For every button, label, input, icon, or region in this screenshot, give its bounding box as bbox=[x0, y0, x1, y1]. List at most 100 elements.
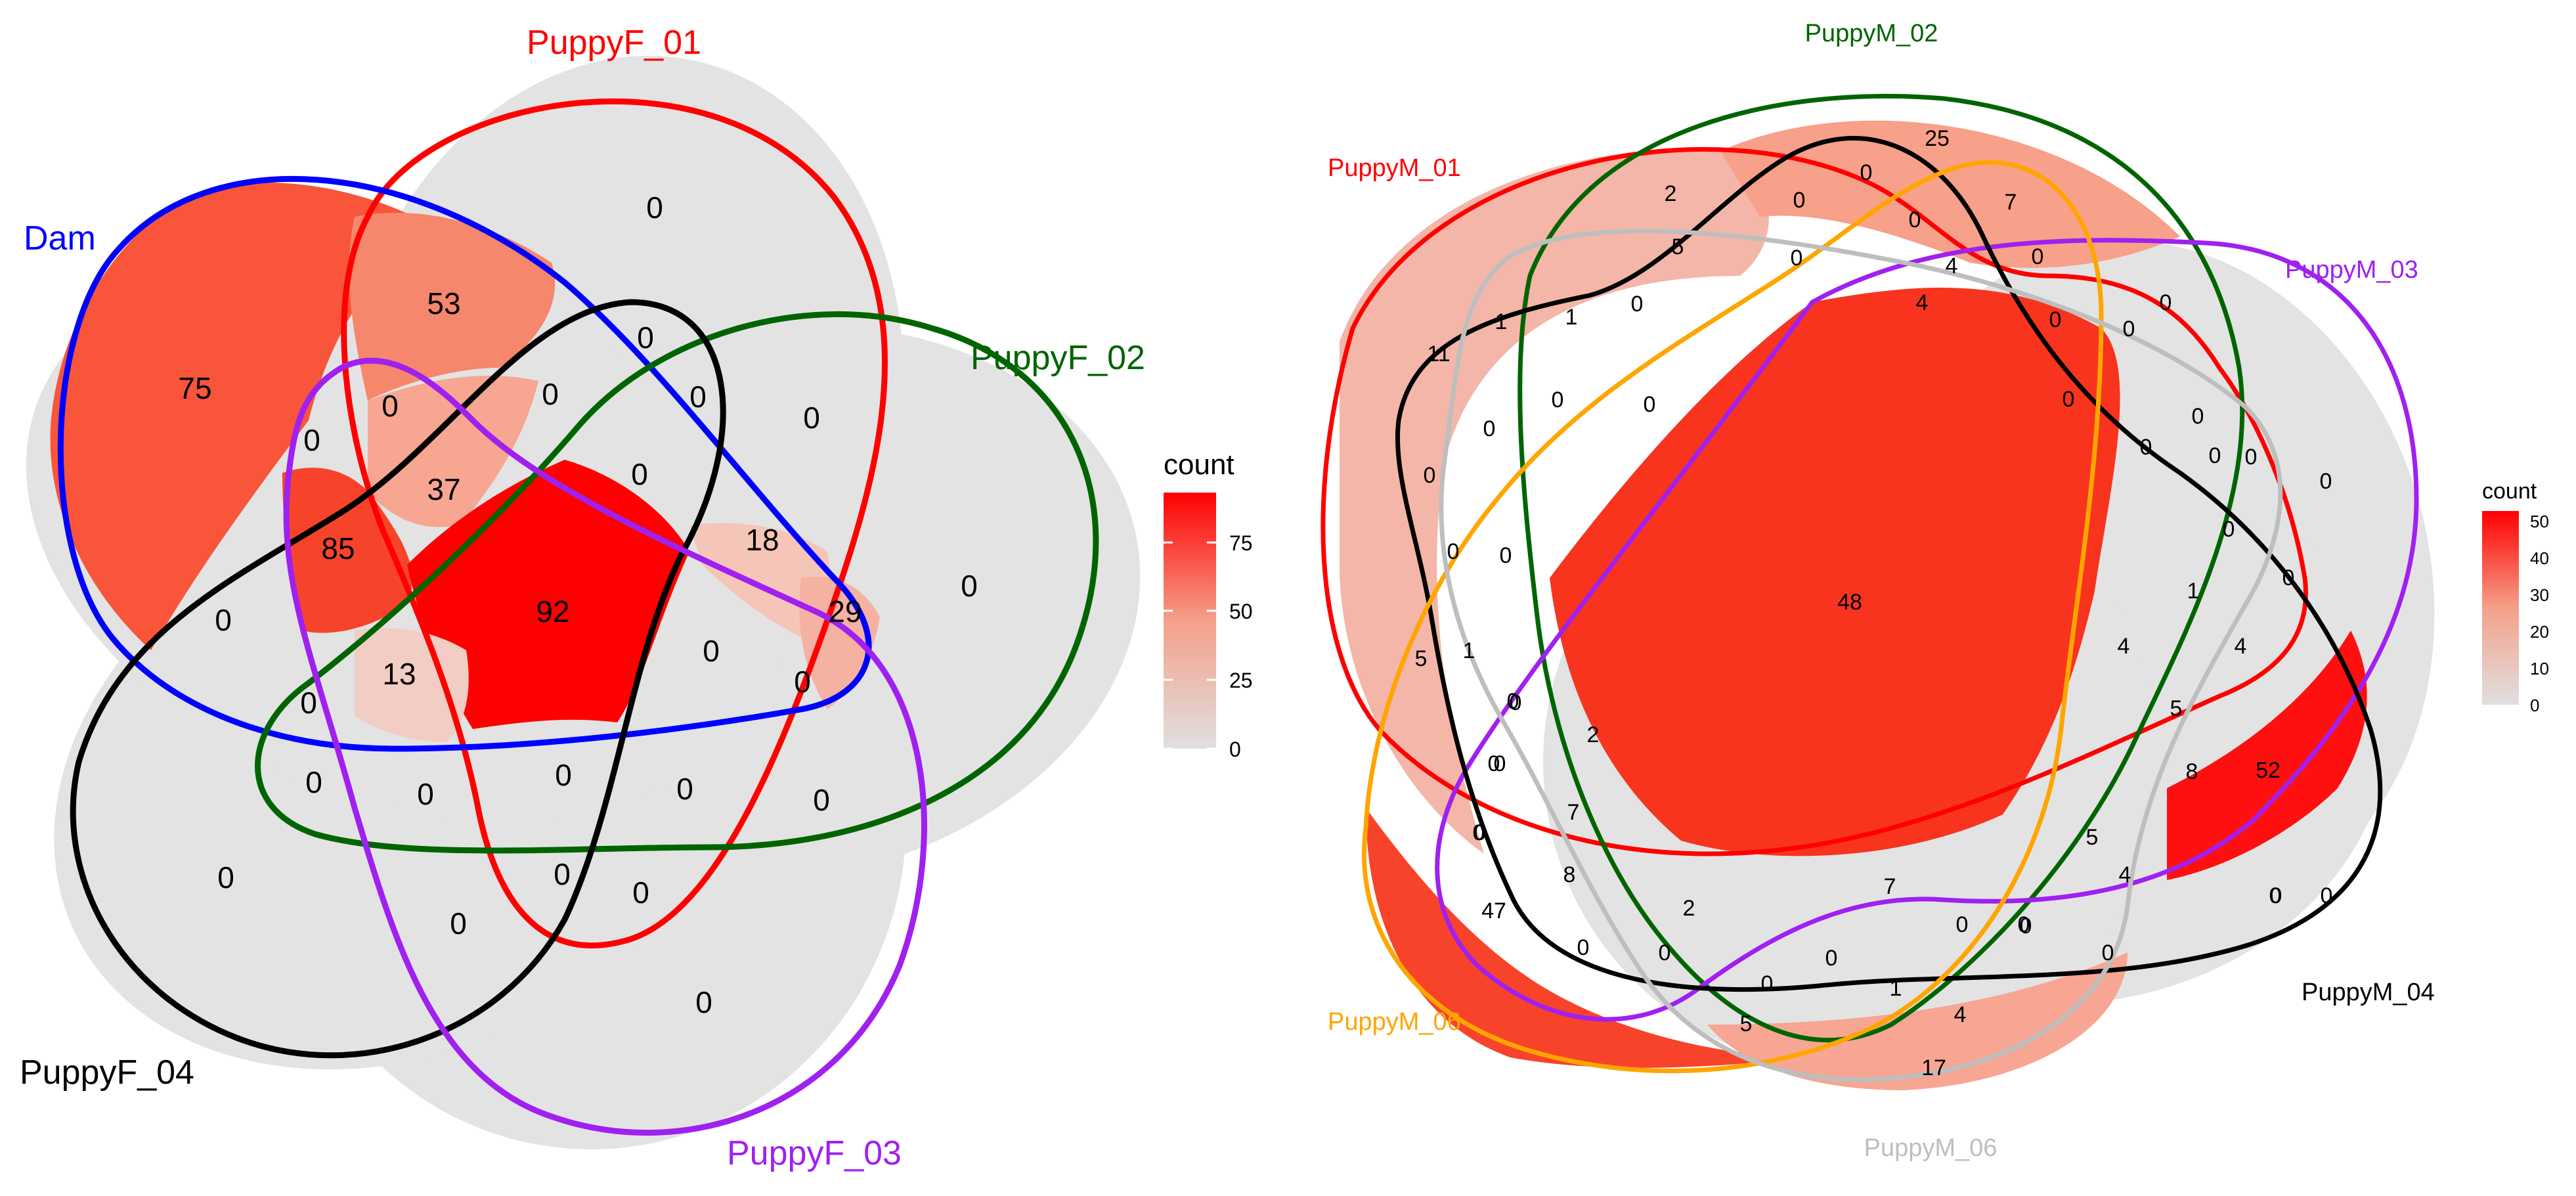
legend-title: count bbox=[2482, 479, 2537, 504]
legend-tick-label: 0 bbox=[1229, 738, 1241, 761]
count-label: 7 bbox=[1567, 800, 1580, 825]
count-label: 0 bbox=[217, 860, 234, 895]
outline-puppym06b bbox=[1439, 229, 2283, 1082]
count-label: 0 bbox=[813, 783, 830, 817]
count-label: 5 bbox=[1672, 234, 1684, 259]
count-label: 47 bbox=[1481, 898, 1506, 923]
count-label: 0 bbox=[2209, 443, 2221, 468]
count-label: 0 bbox=[2063, 387, 2075, 412]
outline-puppym03 bbox=[1435, 238, 2419, 1022]
count-label: 0 bbox=[2140, 435, 2152, 460]
venn-left-set-labels: PuppyF_01 Dam PuppyF_02 PuppyF_04 PuppyF… bbox=[20, 24, 1145, 1172]
count-label: 37 bbox=[427, 472, 460, 506]
count-label: 0 bbox=[555, 758, 572, 792]
count-label: 0 bbox=[303, 423, 320, 457]
count-label: 75 bbox=[178, 371, 211, 405]
legend-colorbar bbox=[1164, 493, 1216, 749]
count-label: 0 bbox=[2160, 290, 2172, 315]
count-label: 18 bbox=[745, 523, 779, 557]
count-label: 0 bbox=[1793, 188, 1806, 213]
count-label: 7 bbox=[2005, 190, 2017, 215]
venn-left-legend: count 75 50 25 0 bbox=[1164, 449, 1253, 761]
set-label-puppym04: PuppyM_04 bbox=[2302, 979, 2435, 1006]
count-label: 0 bbox=[1825, 946, 1838, 971]
count-label: 0 bbox=[382, 389, 399, 423]
count-label: 0 bbox=[689, 380, 707, 414]
set-label-puppym02: PuppyM_02 bbox=[1805, 20, 1938, 47]
outline-puppym04 bbox=[1395, 135, 2383, 992]
count-label: 5 bbox=[2170, 696, 2183, 721]
set-label-puppyf01: PuppyF_01 bbox=[527, 24, 701, 62]
legend-tick-label: 20 bbox=[2530, 622, 2549, 642]
venn-left: 0 53 75 0 0 0 0 0 0 37 0 85 92 18 29 0 1… bbox=[20, 24, 1253, 1172]
count-label: 0 bbox=[215, 603, 232, 637]
count-label: 0 bbox=[1424, 463, 1436, 488]
count-label: 0 bbox=[1552, 388, 1564, 412]
count-label: 5 bbox=[2086, 825, 2099, 850]
count-label: 85 bbox=[321, 531, 355, 565]
count-label: 4 bbox=[1946, 254, 1958, 278]
count-label: 0 bbox=[1761, 971, 1774, 996]
count-label: 0 bbox=[2223, 517, 2235, 542]
count-label: 0 bbox=[803, 401, 820, 435]
count-label: 4 bbox=[2119, 862, 2131, 887]
legend-tick-label: 50 bbox=[2530, 512, 2549, 531]
count-label: 53 bbox=[427, 286, 460, 321]
count-label: 0 bbox=[2321, 883, 2333, 908]
count-label: 1 bbox=[1495, 309, 1508, 334]
count-label: 0 bbox=[695, 985, 712, 1019]
region-dam-only bbox=[50, 183, 427, 650]
count-label: 0 bbox=[1510, 690, 1522, 715]
count-label: 0 bbox=[542, 377, 559, 411]
count-label: 2 bbox=[1665, 181, 1677, 206]
count-label: 0 bbox=[1909, 208, 1921, 233]
venn-left-counts: 0 53 75 0 0 0 0 0 0 37 0 85 92 18 29 0 1… bbox=[178, 190, 977, 1019]
set-label-puppym03: PuppyM_03 bbox=[2285, 256, 2418, 284]
legend-tick-label: 40 bbox=[2530, 548, 2549, 568]
region-puppym06b-only bbox=[1707, 952, 2128, 1090]
count-label: 0 bbox=[1631, 292, 1644, 317]
venn-right-outlines bbox=[1321, 93, 2419, 1082]
legend-tick-label: 75 bbox=[1229, 531, 1253, 555]
venn-right: 25 2 0 0 7 5 0 4 0 0 0 4 0 0 0 0 1 1 0 1… bbox=[1321, 20, 2549, 1162]
count-label: 0 bbox=[961, 569, 978, 603]
outline-puppym06 bbox=[1361, 160, 2104, 1074]
count-label: 8 bbox=[1563, 862, 1576, 887]
count-label: 2 bbox=[1587, 722, 1600, 747]
count-label: 0 bbox=[631, 457, 648, 491]
legend-title: count bbox=[1164, 449, 1234, 481]
count-label: 29 bbox=[828, 594, 862, 629]
legend-colorbar bbox=[2482, 511, 2519, 705]
count-label: 4 bbox=[1954, 1002, 1967, 1027]
count-label: 8 bbox=[2186, 759, 2198, 784]
legend-ticks bbox=[1164, 541, 1216, 750]
count-label: 0 bbox=[637, 321, 654, 355]
region-puppym04-52 bbox=[2167, 631, 2367, 880]
count-label: 0 bbox=[2102, 941, 2114, 965]
count-label: 5 bbox=[1415, 646, 1428, 671]
count-label: 0 bbox=[450, 906, 467, 941]
count-label: 4 bbox=[1916, 290, 1929, 315]
venn-right-fills bbox=[1340, 120, 2435, 1090]
count-label: 0 bbox=[1956, 912, 1969, 937]
outline-puppyf03 bbox=[283, 357, 927, 1136]
count-label: 0 bbox=[1507, 689, 1519, 714]
count-label: 0 bbox=[2049, 307, 2062, 332]
count-label: 0 bbox=[2320, 469, 2332, 494]
count-label: 2 bbox=[1683, 896, 1695, 921]
region-85 bbox=[282, 468, 412, 633]
count-label: 7 bbox=[1884, 874, 1896, 899]
count-label: 0 bbox=[646, 190, 663, 225]
region-puppym02-only bbox=[1720, 120, 2180, 268]
count-label: 0 bbox=[305, 765, 322, 799]
venn-right-legend: count 50 40 30 20 10 0 bbox=[2482, 479, 2549, 715]
venn-right-set-labels: PuppyM_02 PuppyM_01 PuppyM_03 PuppyM_04 … bbox=[1328, 20, 2435, 1162]
count-label: 0 bbox=[2020, 914, 2032, 939]
count-label: 0 bbox=[1659, 941, 1671, 965]
count-label: 0 bbox=[1791, 246, 1803, 271]
count-label: 0 bbox=[2270, 883, 2282, 908]
venn-right-counts: 25 2 0 0 7 5 0 4 0 0 0 4 0 0 0 0 1 1 0 1… bbox=[1415, 126, 2333, 1080]
set-label-puppyf02: PuppyF_02 bbox=[971, 339, 1145, 377]
set-label-puppym06: PuppyM_06 bbox=[1328, 1008, 1461, 1036]
